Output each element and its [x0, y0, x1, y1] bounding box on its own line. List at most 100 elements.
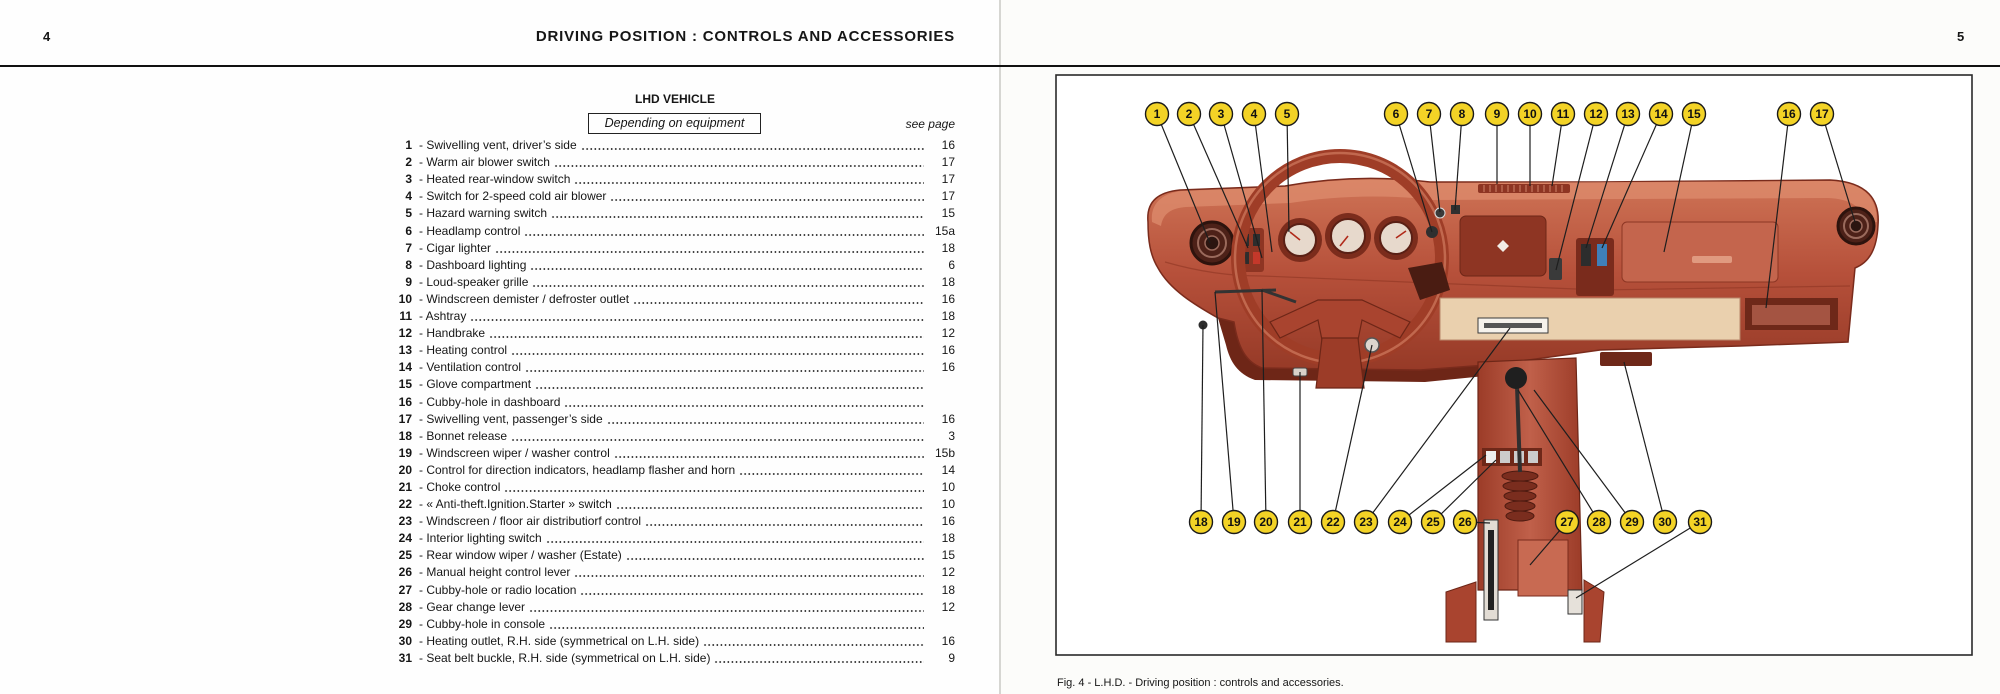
- leader-dots: [616, 507, 924, 509]
- leader-dots: [607, 422, 924, 424]
- legend-row: 30- Heating outlet, R.H. side (symmetric…: [390, 633, 955, 650]
- legend-row: 14- Ventilation control16: [390, 359, 955, 376]
- item-page: 18: [927, 308, 955, 325]
- item-number: 28: [390, 599, 412, 616]
- item-number: 22: [390, 496, 412, 513]
- item-page: 16: [927, 359, 955, 376]
- item-page: 18: [927, 582, 955, 599]
- item-number: 23: [390, 513, 412, 530]
- callout-number: 4: [1251, 107, 1258, 121]
- item-number: 14: [390, 359, 412, 376]
- callout-15: 15: [1683, 103, 1706, 126]
- legend-row: 25 - Rear window wiper / washer (Estate) 1…: [390, 547, 955, 564]
- item-label: - Seat belt buckle, R.H. side (symmetric…: [419, 650, 710, 667]
- callout-10: 10: [1519, 103, 1542, 126]
- item-label: - Handbrake: [419, 325, 485, 342]
- item-number: 5: [390, 205, 412, 222]
- air-distribution-slot: [1478, 318, 1548, 333]
- callout-12: 12: [1585, 103, 1608, 126]
- callout-number: 15: [1687, 107, 1701, 121]
- item-label: - Rear window wiper / washer (Estate): [419, 547, 622, 564]
- seat-belt-buckle: [1568, 590, 1582, 614]
- item-page: 16: [927, 342, 955, 359]
- item-label: - Windscreen wiper / washer control: [419, 445, 610, 462]
- legend-row: 20- Control for direction indicators, he…: [390, 462, 955, 479]
- item-number: 12: [390, 325, 412, 342]
- callout-number: 1: [1154, 107, 1161, 121]
- callout-number: 2: [1186, 107, 1193, 121]
- figure-caption: Fig. 4 - L.H.D. - Driving position : con…: [1057, 677, 1344, 690]
- callout-26: 26: [1454, 511, 1477, 534]
- gauge: [1325, 213, 1371, 259]
- leader-dots: [626, 558, 924, 560]
- callout-number: 16: [1782, 107, 1796, 121]
- item-number: 16: [390, 394, 412, 411]
- callout-number: 25: [1426, 515, 1440, 529]
- callout-30: 30: [1654, 511, 1677, 534]
- item-number: 18: [390, 428, 412, 445]
- callout-1: 1: [1146, 103, 1169, 126]
- callout-14: 14: [1650, 103, 1673, 126]
- callout-2: 2: [1178, 103, 1201, 126]
- callout-18: 18: [1190, 511, 1213, 534]
- gear-boot: [1502, 471, 1538, 521]
- callout-11: 11: [1552, 103, 1575, 126]
- callout-24: 24: [1389, 511, 1412, 534]
- callout-number: 19: [1227, 515, 1241, 529]
- callout-28: 28: [1588, 511, 1611, 534]
- item-label: - Hazard warning switch: [419, 205, 547, 222]
- item-label: - Windscreen / floor air distributiorf c…: [419, 513, 641, 530]
- dashboard-figure: 1234567891011121314151617181920212223242…: [1000, 0, 2000, 694]
- callout-number: 13: [1621, 107, 1635, 121]
- callout-number: 12: [1589, 107, 1603, 121]
- legend-row: 29- Cubby-hole in console: [390, 616, 955, 633]
- callout-number: 6: [1393, 107, 1400, 121]
- leader-dots: [645, 524, 924, 526]
- legend-row: 15- Glove compartment: [390, 376, 955, 393]
- item-number: 9: [390, 274, 412, 291]
- callout-number: 24: [1393, 515, 1407, 529]
- legend-row: 2- Warm air blower switch17: [390, 154, 955, 171]
- callout-number: 3: [1218, 107, 1225, 121]
- callout-number: 22: [1326, 515, 1340, 529]
- item-label: - Manual height control lever: [419, 564, 570, 581]
- item-label: - Glove compartment: [419, 376, 531, 393]
- leader-dots: [529, 610, 924, 612]
- item-number: 4: [390, 188, 412, 205]
- item-number: 3: [390, 171, 412, 188]
- callout-9: 9: [1486, 103, 1509, 126]
- steering-column: [1316, 338, 1364, 388]
- leader-dots: [703, 644, 924, 646]
- callout-4: 4: [1243, 103, 1266, 126]
- callout-7: 7: [1418, 103, 1441, 126]
- legend-row: 19- Windscreen wiper / washer control15b: [390, 445, 955, 462]
- callout-20: 20: [1255, 511, 1278, 534]
- item-page: 17: [927, 188, 955, 205]
- legend-row: 21- Choke control10: [390, 479, 955, 496]
- legend-row: 23 - Windscreen / floor air distributiorf…: [390, 513, 955, 530]
- console-switch-row: [1482, 448, 1542, 466]
- item-number: 11: [390, 308, 412, 325]
- item-number: 27: [390, 582, 412, 599]
- callout-31: 31: [1689, 511, 1712, 534]
- glove-compartment: [1622, 222, 1778, 282]
- defroster-grille: [1478, 184, 1570, 193]
- item-number: 25: [390, 547, 412, 564]
- item-page: 16: [927, 291, 955, 308]
- item-label: - Cubby-hole in console: [419, 616, 545, 633]
- legend-row: 4- Switch for 2-speed cold air blower17: [390, 188, 955, 205]
- item-page: 15: [927, 547, 955, 564]
- left-vent: [1191, 222, 1233, 264]
- callout-number: 20: [1259, 515, 1273, 529]
- callout-number: 7: [1426, 107, 1433, 121]
- item-number: 30: [390, 633, 412, 650]
- item-page: 16: [927, 137, 955, 154]
- callout-number: 27: [1560, 515, 1574, 529]
- instrument-cluster: [1278, 213, 1418, 262]
- legend-row: 3- Heated rear-window switch17: [390, 171, 955, 188]
- item-label: - Swivelling vent, passenger’s side: [419, 411, 603, 428]
- leader-dots: [714, 661, 924, 663]
- item-label: - Interior lighting switch: [419, 530, 542, 547]
